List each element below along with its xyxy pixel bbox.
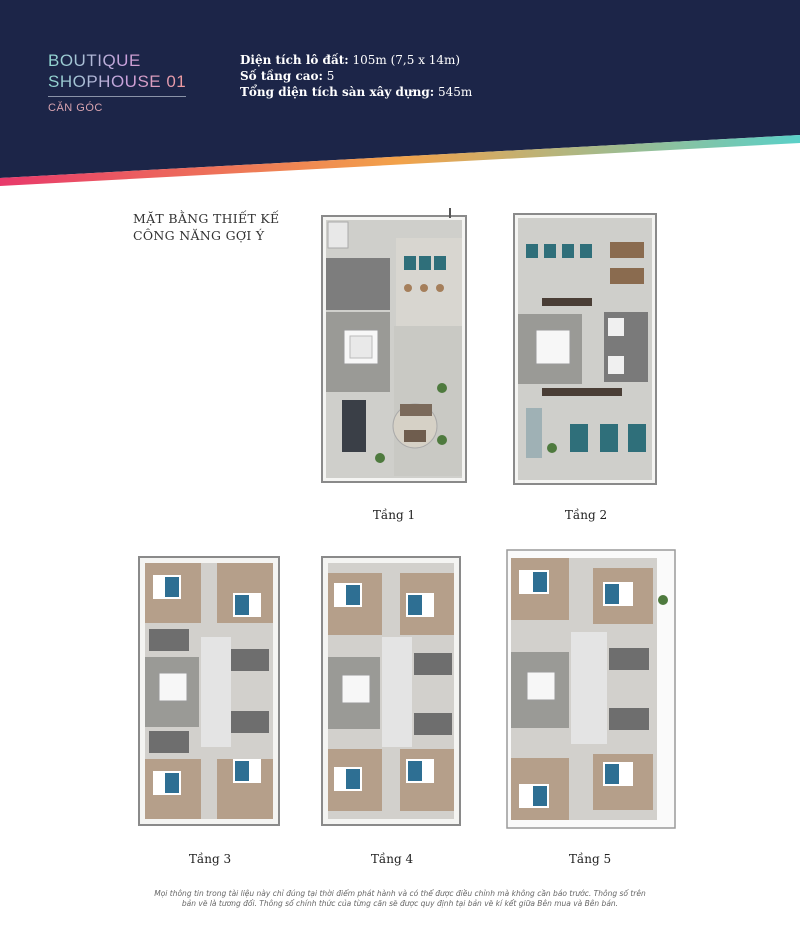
floor-plan-3	[135, 553, 283, 829]
spec-land-area: Diện tích lô đất: 105m (7,5 x 14m)	[240, 52, 472, 68]
header-background	[0, 0, 800, 186]
spec-list: Diện tích lô đất: 105m (7,5 x 14m) Số tầ…	[240, 52, 472, 100]
spec-label: Số tầng cao:	[240, 69, 323, 83]
spec-value: 5	[322, 69, 335, 83]
floor-label-1: Tầng 1	[372, 508, 416, 522]
spec-value: 545m	[434, 85, 473, 99]
floor-plan-1	[320, 208, 468, 484]
disclaimer-line2: bản vẽ là tương đối. Thông số chính thức…	[181, 899, 619, 908]
floor-plan-1-drawing	[321, 208, 467, 483]
spec-value: 105m (7,5 x 14m)	[348, 53, 461, 67]
brand-title-line2: SHOPHOUSE 01	[48, 72, 187, 91]
brand-divider	[48, 96, 186, 97]
brand-block: BOUTIQUE SHOPHOUSE 01 CĂN GÓC	[48, 50, 188, 114]
floor-label-4: Tầng 4	[370, 852, 414, 866]
disclaimer-line1: Mọi thông tin trong tài liệu này chỉ đún…	[154, 889, 646, 898]
floor-label-2: Tầng 2	[564, 508, 608, 522]
header-banner: BOUTIQUE SHOPHOUSE 01 CĂN GÓC Diện tích …	[0, 0, 800, 190]
spec-total-floor-area: Tổng diện tích sàn xây dựng: 545m	[240, 84, 472, 100]
disclaimer-footnote: Mọi thông tin trong tài liệu này chỉ đún…	[120, 889, 680, 909]
floor-plan-4-drawing	[321, 556, 461, 826]
floor-plan-5-drawing	[506, 549, 676, 829]
floor-plan-2	[512, 212, 658, 486]
section-title: MẶT BẰNG THIẾT KẾ CÔNG NĂNG GỢI Ý	[133, 210, 279, 244]
floor-label-5: Tầng 5	[568, 852, 612, 866]
floor-plan-2-drawing	[513, 213, 657, 485]
brand-subtitle: CĂN GÓC	[48, 102, 103, 114]
floor-plan-4	[320, 553, 462, 829]
section-title-line2: CÔNG NĂNG GỢI Ý	[133, 228, 265, 243]
brand-title-line1: BOUTIQUE	[48, 50, 188, 71]
floor-label-3: Tầng 3	[188, 852, 232, 866]
floor-plan-3-drawing	[138, 556, 280, 826]
spec-floors: Số tầng cao: 5	[240, 68, 472, 84]
spec-label: Diện tích lô đất:	[240, 53, 349, 67]
spec-label: Tổng diện tích sàn xây dựng:	[240, 85, 435, 99]
section-title-line1: MẶT BẰNG THIẾT KẾ	[133, 211, 280, 226]
floor-plan-5	[505, 548, 677, 830]
